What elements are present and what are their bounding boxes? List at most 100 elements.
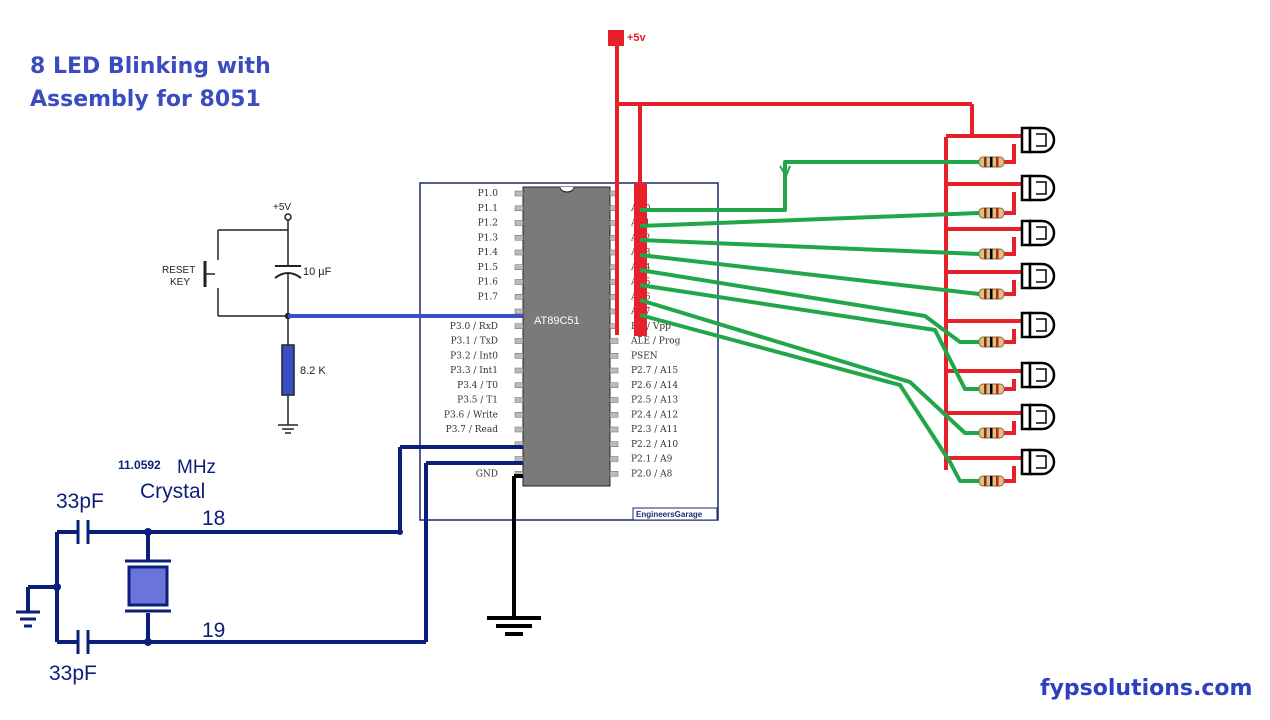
right-pin-12 [609,353,619,359]
resistor-band-6-1 [984,384,987,394]
right-pin-14 [609,382,619,388]
left-pin-label-7: P1.6 [478,278,499,288]
left-pin-1 [514,190,524,197]
led-cathode-wire-3 [1004,237,1016,256]
led-cathode-wire-4 [1004,280,1016,296]
reset-vcc-label: +5V [273,202,291,213]
resistor-band-4-2 [990,289,993,299]
diagram-title: 8 LED Blinking with Assembly for 8051 [30,50,271,116]
resistor-band-6-2 [990,384,993,394]
xtal-node-2 [144,528,152,536]
signal-line-6 [639,283,979,391]
resistor-band-8-1 [984,476,987,486]
left-pin-label-16: P3.6 / Write [444,410,498,420]
pin18-label: 18 [202,507,225,530]
reset-key-label-2: KEY [170,277,190,288]
right-pin-label-15: P2.5 / A13 [631,396,678,406]
vcc-label: +5v [627,32,647,44]
resistor-band-5-1 [984,337,987,347]
left-pin-label-15: P3.5 / T1 [457,396,498,406]
left-pin-11 [514,338,524,344]
title-line-1: 8 LED Blinking with [30,54,271,79]
right-pin-label-19: P2.1 / A9 [631,455,673,465]
right-pin-label-10: EA / Vpp [631,322,671,332]
led-2 [1020,174,1056,202]
signal-line-arrow [779,165,791,177]
signal-line-1 [640,160,979,212]
left-pin-17 [514,426,524,433]
led-4 [1020,262,1056,290]
left-pin-label-5: P1.4 [478,248,499,258]
left-pin-label-10: P3.0 / RxD [450,322,498,332]
led-inner-1 [1036,133,1047,147]
led-cathode-wire-6 [1004,379,1016,391]
left-pin-5 [514,249,524,256]
left-pin-19 [514,456,524,462]
left-pin-label-2: P1.1 [478,204,498,214]
resistor-band-7-2 [990,428,993,438]
left-pin-label-12: P3.2 / Int0 [450,351,498,361]
signal-line-7 [639,298,979,435]
crystal-freq: 11.0592 [118,458,161,472]
led-inner-5 [1036,318,1047,332]
right-pin-label-20: P2.0 / A8 [631,469,673,479]
vcc-terminal [608,30,624,46]
led-inner-7 [1036,410,1047,424]
led-dome-8 [1028,448,1056,476]
resistor-band-3-2 [990,249,993,259]
left-pin-10 [514,323,524,329]
led-dome-5 [1028,311,1056,339]
brand-box [632,507,718,521]
port0-signal-lines [639,160,980,483]
left-pin-2 [514,205,524,211]
right-pin-11 [609,338,619,344]
resistor-band-1-1 [984,157,987,167]
signal-line-3 [639,238,980,256]
resistor-band-4-3 [996,289,999,299]
led-3 [1020,219,1056,247]
resistor-band-2-3 [996,208,999,218]
right-pin-19 [609,456,619,462]
chip-body [522,186,611,487]
led-resistor-7 [978,427,1005,439]
led-anode-taps [946,134,1022,460]
led-array [978,126,1056,487]
led-inner-6 [1036,368,1047,382]
led-dome-4 [1028,262,1056,290]
chip-notch [559,186,575,193]
led-dome-1 [1028,126,1056,154]
left-pin-label-1: P1.0 [478,189,499,199]
led-dome-6 [1028,361,1056,389]
left-pin-13 [514,367,524,374]
reset-cap-plate-bottom [274,272,302,279]
crystal-body [127,565,169,607]
resistor-band-6-3 [996,384,999,394]
right-pin-18 [609,441,619,447]
cap-bottom-label: 33pF [49,662,97,685]
reset-key-label-1: RESET [162,265,195,276]
left-pin-12 [514,353,524,359]
left-pin-label-13: P3.3 / Int1 [450,366,498,376]
resistor-band-7-1 [984,428,987,438]
resistor-band-8-3 [996,476,999,486]
left-pin-label-4: P1.3 [478,233,499,243]
xtal-node-1 [53,583,61,591]
signal-line-5 [639,268,979,344]
left-pin-label-20: GND [476,469,498,479]
left-pin-label-6: P1.5 [478,263,499,273]
left-pin-column: P1.0P1.1P1.2P1.3P1.4P1.5P1.6P1.7P3.0 / R… [444,189,524,479]
led-dome-2 [1028,174,1056,202]
reset-cap-label: 10 µF [303,266,332,278]
right-pin-16 [609,412,619,418]
reset-vcc-terminal [284,213,292,221]
left-pin-label-8: P1.7 [478,292,499,302]
resistor-band-3-3 [996,249,999,259]
crystal-label: Crystal [140,480,205,503]
left-pin-8 [514,294,524,300]
led-inner-8 [1036,455,1047,469]
resistor-band-5-3 [996,337,999,347]
reset-circuit: +5V RESET KEY 10 µF 8.2 K [162,202,332,434]
resistor-band-1-2 [990,157,993,167]
led-cathode-wire-1 [1004,144,1016,164]
